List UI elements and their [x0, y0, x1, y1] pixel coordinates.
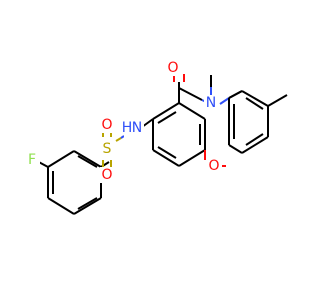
bond: [77, 197, 98, 210]
bond: [245, 97, 264, 110]
bond: [47, 197, 75, 215]
bond: [178, 87, 203, 101]
bond: [241, 136, 269, 154]
sulfonyl-oxygen-bottom: O: [101, 167, 112, 183]
bond: [152, 149, 180, 167]
carbonyl-oxygen: O: [167, 60, 178, 76]
amide-nitrogen: N: [132, 120, 142, 136]
bond: [73, 197, 102, 215]
fluorophenyl-ring: [47, 150, 102, 215]
bond: [267, 94, 288, 107]
bond: [245, 133, 264, 146]
bond: [178, 102, 206, 120]
bond: [77, 155, 98, 168]
sulfur-atom: S: [103, 141, 112, 157]
bond: [157, 111, 177, 124]
bond: [73, 150, 102, 168]
bond: [157, 146, 177, 159]
bond: [120, 135, 125, 139]
left-benzo-ring: [152, 102, 206, 167]
bond: [228, 90, 243, 99]
bond: [152, 102, 180, 120]
molecule-canvas: F S O O H N O N O: [25, 60, 288, 215]
bond: [241, 90, 269, 107]
molecule-structure: F S O O H N O N O: [25, 60, 288, 215]
bond: [178, 149, 206, 167]
amide-hydrogen: H: [122, 120, 133, 136]
ether-oxygen: O: [208, 158, 219, 174]
right-benzo-ring: [228, 90, 269, 154]
ring-nitrogen: N: [206, 95, 216, 111]
bond: [228, 144, 243, 154]
fluorine-atom: F: [28, 152, 36, 168]
bond: [219, 97, 230, 105]
bond: [115, 137, 122, 142]
bond: [47, 150, 75, 168]
sulfonyl-oxygen-top: O: [101, 117, 112, 133]
atom-labels: F S O O H N O N O: [25, 60, 222, 183]
